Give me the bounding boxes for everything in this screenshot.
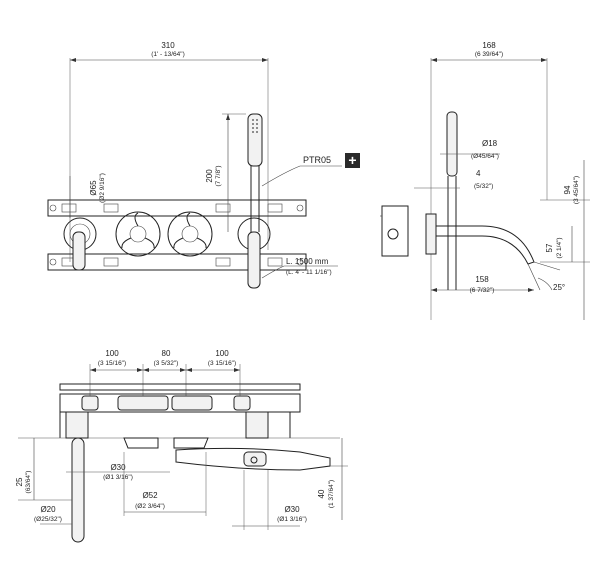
spacing-1-label: 100 [105,349,119,358]
top-view: 100 (3 15/16") 80 (3 5/32") 100 (3 15/16… [15,349,348,543]
flange-dia-inch-label: (Ø2 9/16") [99,173,106,203]
spacing-1-inch-label: (3 15/16") [98,360,126,367]
spout-body [435,225,535,265]
hose-length-label: L. 1500 mm [286,257,329,266]
spout-reach-label: 158 [475,275,489,284]
right-knob-top [173,437,209,449]
mounting-rail-top [47,199,307,217]
base-dia-1-inch-label: (Ø1 3/16") [103,474,133,481]
spacing-2-label: 80 [162,349,171,358]
offset-label: 25 [15,477,24,486]
spacing-3-label: 100 [215,349,229,358]
top-wall-plate [59,383,301,391]
top-rail [59,393,301,413]
overall-width-label: 310 [161,41,175,50]
left-knob-housing [115,211,161,257]
knob-dia-label: Ø52 [142,491,158,500]
shower-dia-inch-label: (Ø45/64") [471,153,499,160]
spacing-3-inch-label: (3 15/16") [208,360,236,367]
wall-box [381,205,409,257]
hose-length-inch-label: (L. 4' - 11 1/16") [286,269,332,276]
spout-flange [425,213,437,255]
flange-dia-label: Ø65 [89,180,98,196]
part-code-badge [345,153,360,168]
left-knob-top [123,437,159,449]
left-knob-spokes [121,212,155,249]
part-code-badge-plus: + [348,152,356,168]
handshower-head [247,113,263,167]
spout-top-height-inch-label: (1 37/64") [328,480,335,508]
right-knob-spokes [173,212,207,249]
left-handle-body [65,411,89,439]
left-handle [72,231,86,271]
base-dia-1-label: Ø30 [110,463,126,472]
base-dia-2-label: Ø30 [284,505,300,514]
mounting-rail-bottom [47,253,307,271]
plate-label: 4 [476,169,481,178]
depth-inch-label: (6 39/64") [475,51,503,58]
shower-dia-label: Ø18 [482,139,498,148]
handshower-height-inch-label: (7 7/8") [215,165,222,186]
handshower-height-label: 200 [205,169,214,183]
depth-label: 168 [482,41,496,50]
handshower-holder [247,231,261,289]
side-view: 168 (6 39/64") Ø18 (Ø45/64") 4 (5/32") 9… [380,41,590,320]
spout-height-inch-label: (2 1/4") [556,237,563,258]
handle-dia-label: Ø20 [40,505,56,514]
base-dia-2-inch-label: (Ø1 3/16") [277,516,307,523]
side-handshower [446,111,458,177]
spout-top-height-label: 40 [317,489,326,498]
offset-inch-label: (63/64") [25,471,32,494]
height-label: 94 [563,185,572,194]
spout-base [243,451,267,467]
overall-width-inch-label: (1' - 13/64") [151,51,185,58]
handle-dia-inch-label: (Ø25/32") [34,516,62,523]
right-base [245,411,269,439]
plate-inch-label: (5/32") [474,183,493,190]
spout-reach-inch-label: (6 7/32") [470,287,495,294]
spacing-2-inch-label: (3 5/32") [154,360,179,367]
height-inch-label: (3 45/64") [573,176,580,204]
handshower-nozzles [252,119,258,133]
left-handle-lever [71,437,85,543]
front-view: 310 (1' - 13/64") Ø65 (Ø2 9/16") [47,41,360,289]
angle-label: 25° [553,283,565,292]
knob-dia-inch-label: (Ø2 3/64") [135,503,165,510]
part-code-label: PTR05 [303,155,331,165]
spout-height-label: 57 [545,243,554,252]
right-knob-housing [167,211,213,257]
